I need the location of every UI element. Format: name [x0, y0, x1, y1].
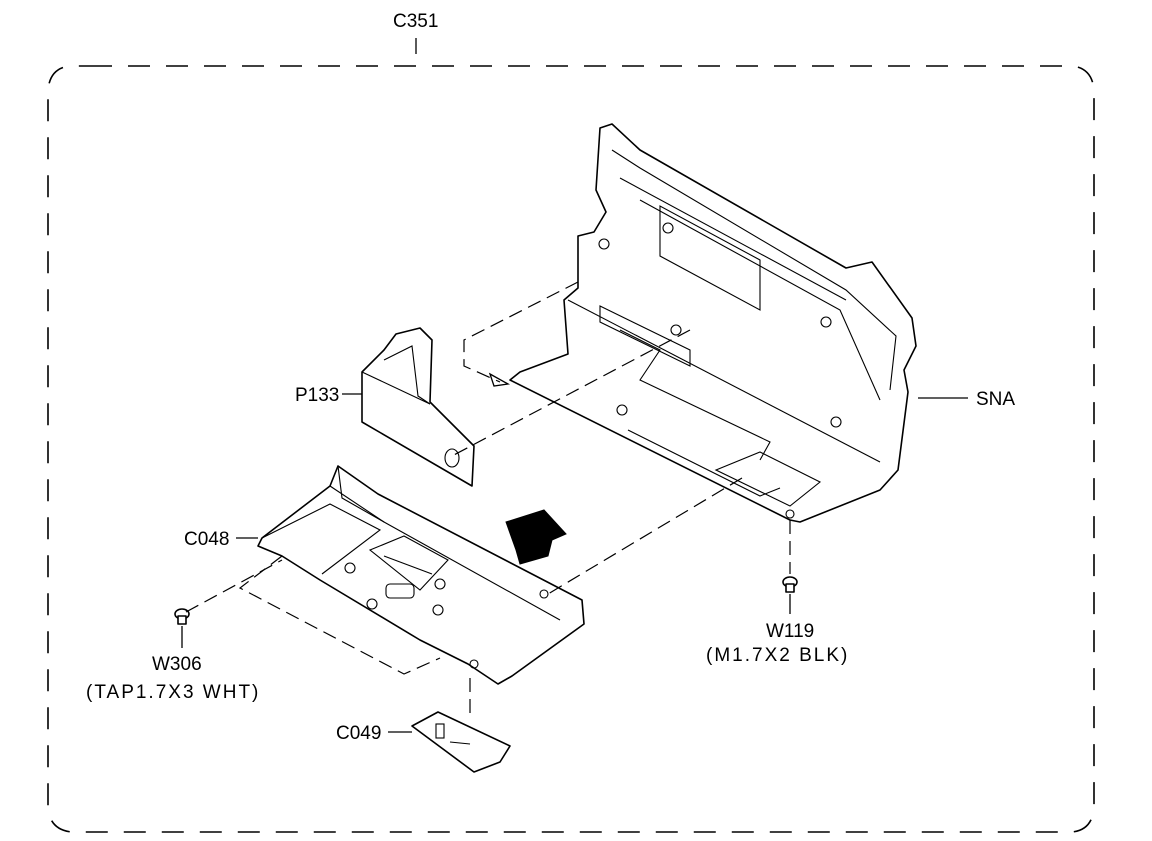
part-label-c049: C049 — [336, 723, 381, 744]
part-label-sna: SNA — [976, 389, 1015, 410]
assembly-label-c351: C351 — [393, 11, 438, 32]
w119-screw-part — [782, 576, 798, 593]
assembly-guide-lines — [185, 281, 791, 720]
assembly-direction-arrow — [505, 509, 567, 565]
leader-lines — [181, 393, 968, 733]
assembly-boundary-frame — [47, 38, 1095, 833]
p133-bracket-part — [361, 327, 475, 487]
part-spec-w306: (TAP1.7X3 WHT) — [86, 682, 260, 703]
part-label-p133: P133 — [295, 385, 339, 406]
part-label-c048: C048 — [184, 529, 229, 550]
c049-small-part — [411, 711, 511, 773]
sna-housing-part — [509, 123, 917, 523]
part-spec-w119: (M1.7X2 BLK) — [706, 645, 849, 666]
part-label-w119: W119 — [766, 621, 814, 642]
w306-screw-part — [174, 608, 190, 625]
part-label-w306: W306 — [152, 654, 202, 675]
c048-plate-part — [257, 465, 585, 685]
